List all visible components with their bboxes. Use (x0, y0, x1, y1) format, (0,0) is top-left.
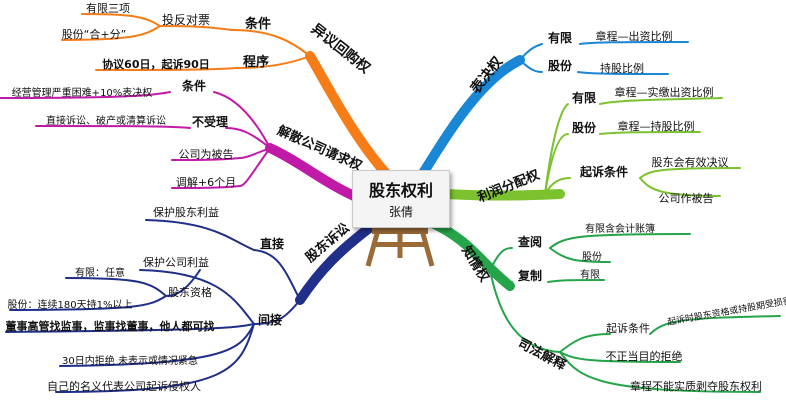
zhiqing-fuzhi-leaf[interactable]: 有限 (580, 268, 600, 281)
youxian-to-leaf (579, 41, 689, 45)
susong-zige-leaf2[interactable]: 股份：连续180天持1%以上 (8, 298, 133, 311)
branch-lirun-line (441, 189, 565, 201)
susong-zhijie-label[interactable]: 直接 (260, 236, 284, 251)
toufan-to-gufen (61, 25, 161, 41)
susong-jianjie-label[interactable]: 间接 (258, 312, 282, 327)
gufen-to-leaf (577, 71, 669, 75)
yiyi-to-tiaojian (231, 29, 311, 57)
lirun-qisu-label[interactable]: 起诉条件 (579, 164, 628, 179)
jiesan-to-beigao (239, 147, 271, 159)
zhiqing-chayue-leaf2[interactable]: 股份 (582, 251, 602, 263)
zhiqing-zhangcheng-label[interactable]: 章程不能实质剥夺股东权利 (630, 379, 762, 393)
biaojue-youxian-label[interactable]: 有限 (548, 30, 572, 45)
zhiqing-sifa-tiaojian[interactable]: 起诉条件 (606, 321, 650, 335)
jianjie-to-mingyi (55, 323, 255, 393)
jiesan-to-tiaojian (213, 91, 271, 149)
baohu-to-zige (165, 269, 201, 297)
biaojue-gufen-label[interactable]: 股份 (548, 58, 573, 73)
qisu-to-leaf1 (639, 167, 741, 179)
jianjie-to-baohu (139, 269, 255, 325)
biaojue-to-youxian (519, 43, 543, 61)
sifa-tiaojian-to-leaf (649, 315, 781, 335)
susong-zige-leaf1[interactable]: 有限：任意 (75, 266, 125, 279)
susong-to-zhijie (253, 249, 301, 301)
sifa-to-zhangcheng (559, 351, 761, 393)
zhijie-to-leaf (145, 219, 255, 251)
susong-zige-label[interactable]: 股东资格 (168, 285, 212, 299)
zige-to-leaf2 (9, 295, 167, 311)
bushouli-to-leaf (35, 125, 191, 129)
lirun-qisu-leaf2[interactable]: 公司作被告 (659, 192, 714, 205)
central-topic-author: 张倩 (388, 205, 413, 219)
youxian-to-leaf-g (599, 97, 723, 105)
branch-biaojue-line (415, 55, 525, 183)
chayue-to-leaf1 (549, 233, 691, 249)
chayue-to-leaf2 (549, 247, 611, 263)
jiesan-tiaojian-leaf[interactable]: 经营管理严重困难+10%表决权 (12, 86, 153, 99)
yiyi-chengxu-label[interactable]: 程序 (243, 54, 269, 70)
susong-baohu-label[interactable]: 保护公司利益 (143, 255, 209, 269)
toufan-to-youxian3 (81, 13, 161, 27)
jiesan-bushouli-label[interactable]: 不受理 (192, 114, 228, 129)
sifa-to-tiaojian (559, 333, 611, 353)
jianjie-to-jujue (59, 323, 255, 367)
yiyi-gufen-label[interactable]: 股份“合+分” (62, 27, 127, 41)
beigao-leaf (171, 157, 241, 161)
zhiqing-sifa-tiaojian-leaf[interactable]: 起诉时股东资格或持股期受损害 (666, 294, 786, 328)
biaojue-youxian-leaf[interactable]: 章程—出资比例 (596, 29, 673, 43)
lirun-gufen-label[interactable]: 股份 (572, 120, 597, 135)
jiesan-to-tiaojie (239, 147, 271, 187)
tiaojie-leaf (171, 185, 241, 189)
qisu-to-leaf2 (639, 177, 721, 197)
yiyi-to-chengxu (235, 55, 311, 69)
zhiqing-to-fuzhi (489, 269, 513, 283)
zhiqing-to-sifa (489, 269, 561, 353)
jiesan-beigao-label[interactable]: 公司为被告 (179, 148, 234, 161)
fuzhi-to-leaf (547, 279, 605, 283)
tiaojian-to-toufan (159, 25, 233, 31)
yiyi-tiaojian-label[interactable]: 条件 (245, 16, 271, 32)
zhiqing-chayue-leaf1[interactable]: 有限含会计账簿 (585, 222, 655, 235)
gufen-to-leaf-g (599, 131, 701, 135)
lirun-to-qisu (544, 177, 571, 195)
branch-susong-line (295, 221, 377, 305)
jiesan-bushouli-leaf[interactable]: 直接诉讼、破产或清算诉讼 (46, 114, 166, 127)
susong-mingyi-label[interactable]: 自己的名义代表公司起诉侵权人 (47, 379, 201, 393)
susong-to-jianjie (253, 299, 301, 325)
zhiqing-fuzhi-label[interactable]: 复制 (517, 268, 542, 283)
lirun-youxian-leaf[interactable]: 章程—实缴出资比例 (615, 85, 714, 99)
biaojue-to-gufen (519, 59, 543, 73)
tiaojian-to-leaf-p (0, 91, 171, 99)
jiesan-tiaojian-label[interactable]: 条件 (181, 78, 206, 93)
biaojue-gufen-leaf[interactable]: 持股比例 (600, 61, 644, 75)
yiyi-toufan-label[interactable]: 投反对票 (162, 12, 210, 27)
zhiqing-to-chayue (489, 247, 513, 271)
zhiqing-chayue-label[interactable]: 查阅 (517, 234, 542, 249)
lirun-gufen-leaf[interactable]: 章程—持股比例 (618, 119, 695, 133)
jiesan-tiaojie-label[interactable]: 调解+6个月 (176, 175, 236, 189)
branch-jiesan-line (265, 143, 359, 201)
lirun-to-gufen (544, 133, 569, 195)
jianjie-to-dongshi (5, 323, 255, 333)
central-topic[interactable]: 股东权利 张倩 (352, 170, 450, 228)
lirun-youxian-label[interactable]: 有限 (572, 90, 596, 105)
jiesan-to-bushouli (225, 127, 271, 149)
susong-zhijie-leaf[interactable]: 保护股东利益 (153, 205, 219, 219)
lirun-qisu-leaf1[interactable]: 股东会有效决议 (652, 155, 729, 169)
susong-jujue-label[interactable]: 30日内拒绝 未表示或情况紧急 (62, 354, 198, 367)
sifa-to-bu (559, 351, 681, 363)
zhiqing-bu-label[interactable]: 不正当目的拒绝 (606, 349, 683, 363)
zige-to-leaf1 (65, 277, 167, 297)
susong-dongshi-label[interactable]: 董事高管找监事，监事找董事，他人都可找 (6, 319, 215, 333)
chengxu-to-xieyi (95, 67, 237, 71)
yiyi-youxian3-label[interactable]: 有限三项 (86, 1, 130, 15)
central-topic-title: 股东权利 (368, 181, 433, 200)
yiyi-xieyi-label[interactable]: 协议60日，起诉90日 (102, 57, 210, 71)
